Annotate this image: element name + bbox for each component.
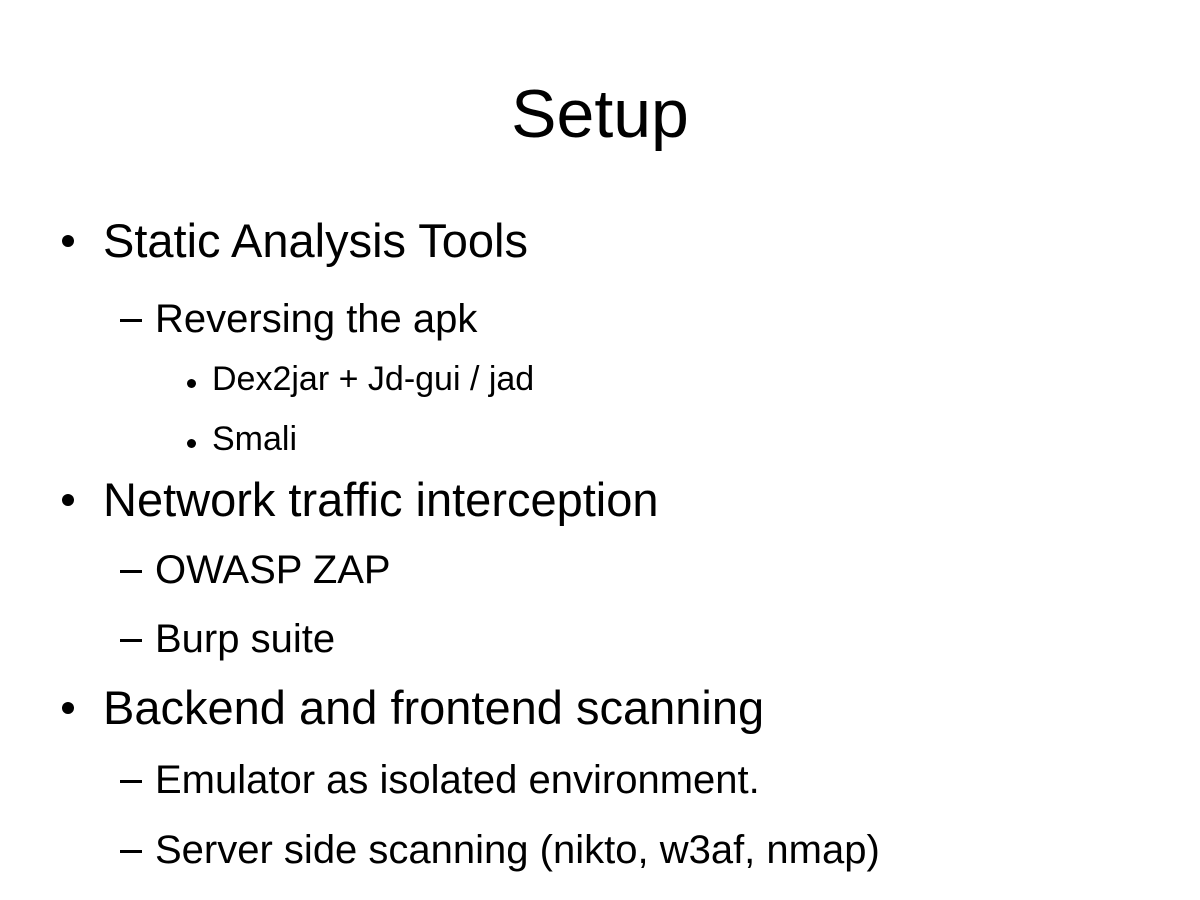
dash-icon — [120, 850, 142, 853]
slide-title: Setup — [511, 76, 689, 152]
bullet-icon — [62, 235, 74, 247]
bullet-icon — [62, 494, 74, 506]
bullet-text: Emulator as isolated environment. — [155, 758, 760, 802]
bullet-text: Network traffic interception — [103, 473, 659, 526]
bullet-text: Server side scanning (nikto, w3af, nmap) — [155, 828, 880, 872]
dash-icon — [120, 319, 142, 322]
bullet-text: Backend and frontend scanning — [103, 681, 765, 734]
dash-icon — [120, 780, 142, 783]
bullet-icon — [187, 439, 196, 448]
bullet-text: Burp suite — [155, 617, 336, 661]
bullet-text: OWASP ZAP — [155, 548, 391, 592]
bullet-icon — [62, 702, 74, 714]
bullet-text: Smali — [212, 420, 298, 458]
dash-icon — [120, 639, 142, 642]
dash-icon — [120, 570, 142, 573]
bullet-text: Static Analysis Tools — [103, 214, 528, 267]
bullet-text: Reversing the apk — [155, 297, 478, 341]
bullet-text: Dex2jar + Jd-gui / jad — [212, 360, 535, 398]
bullet-icon — [187, 379, 196, 388]
